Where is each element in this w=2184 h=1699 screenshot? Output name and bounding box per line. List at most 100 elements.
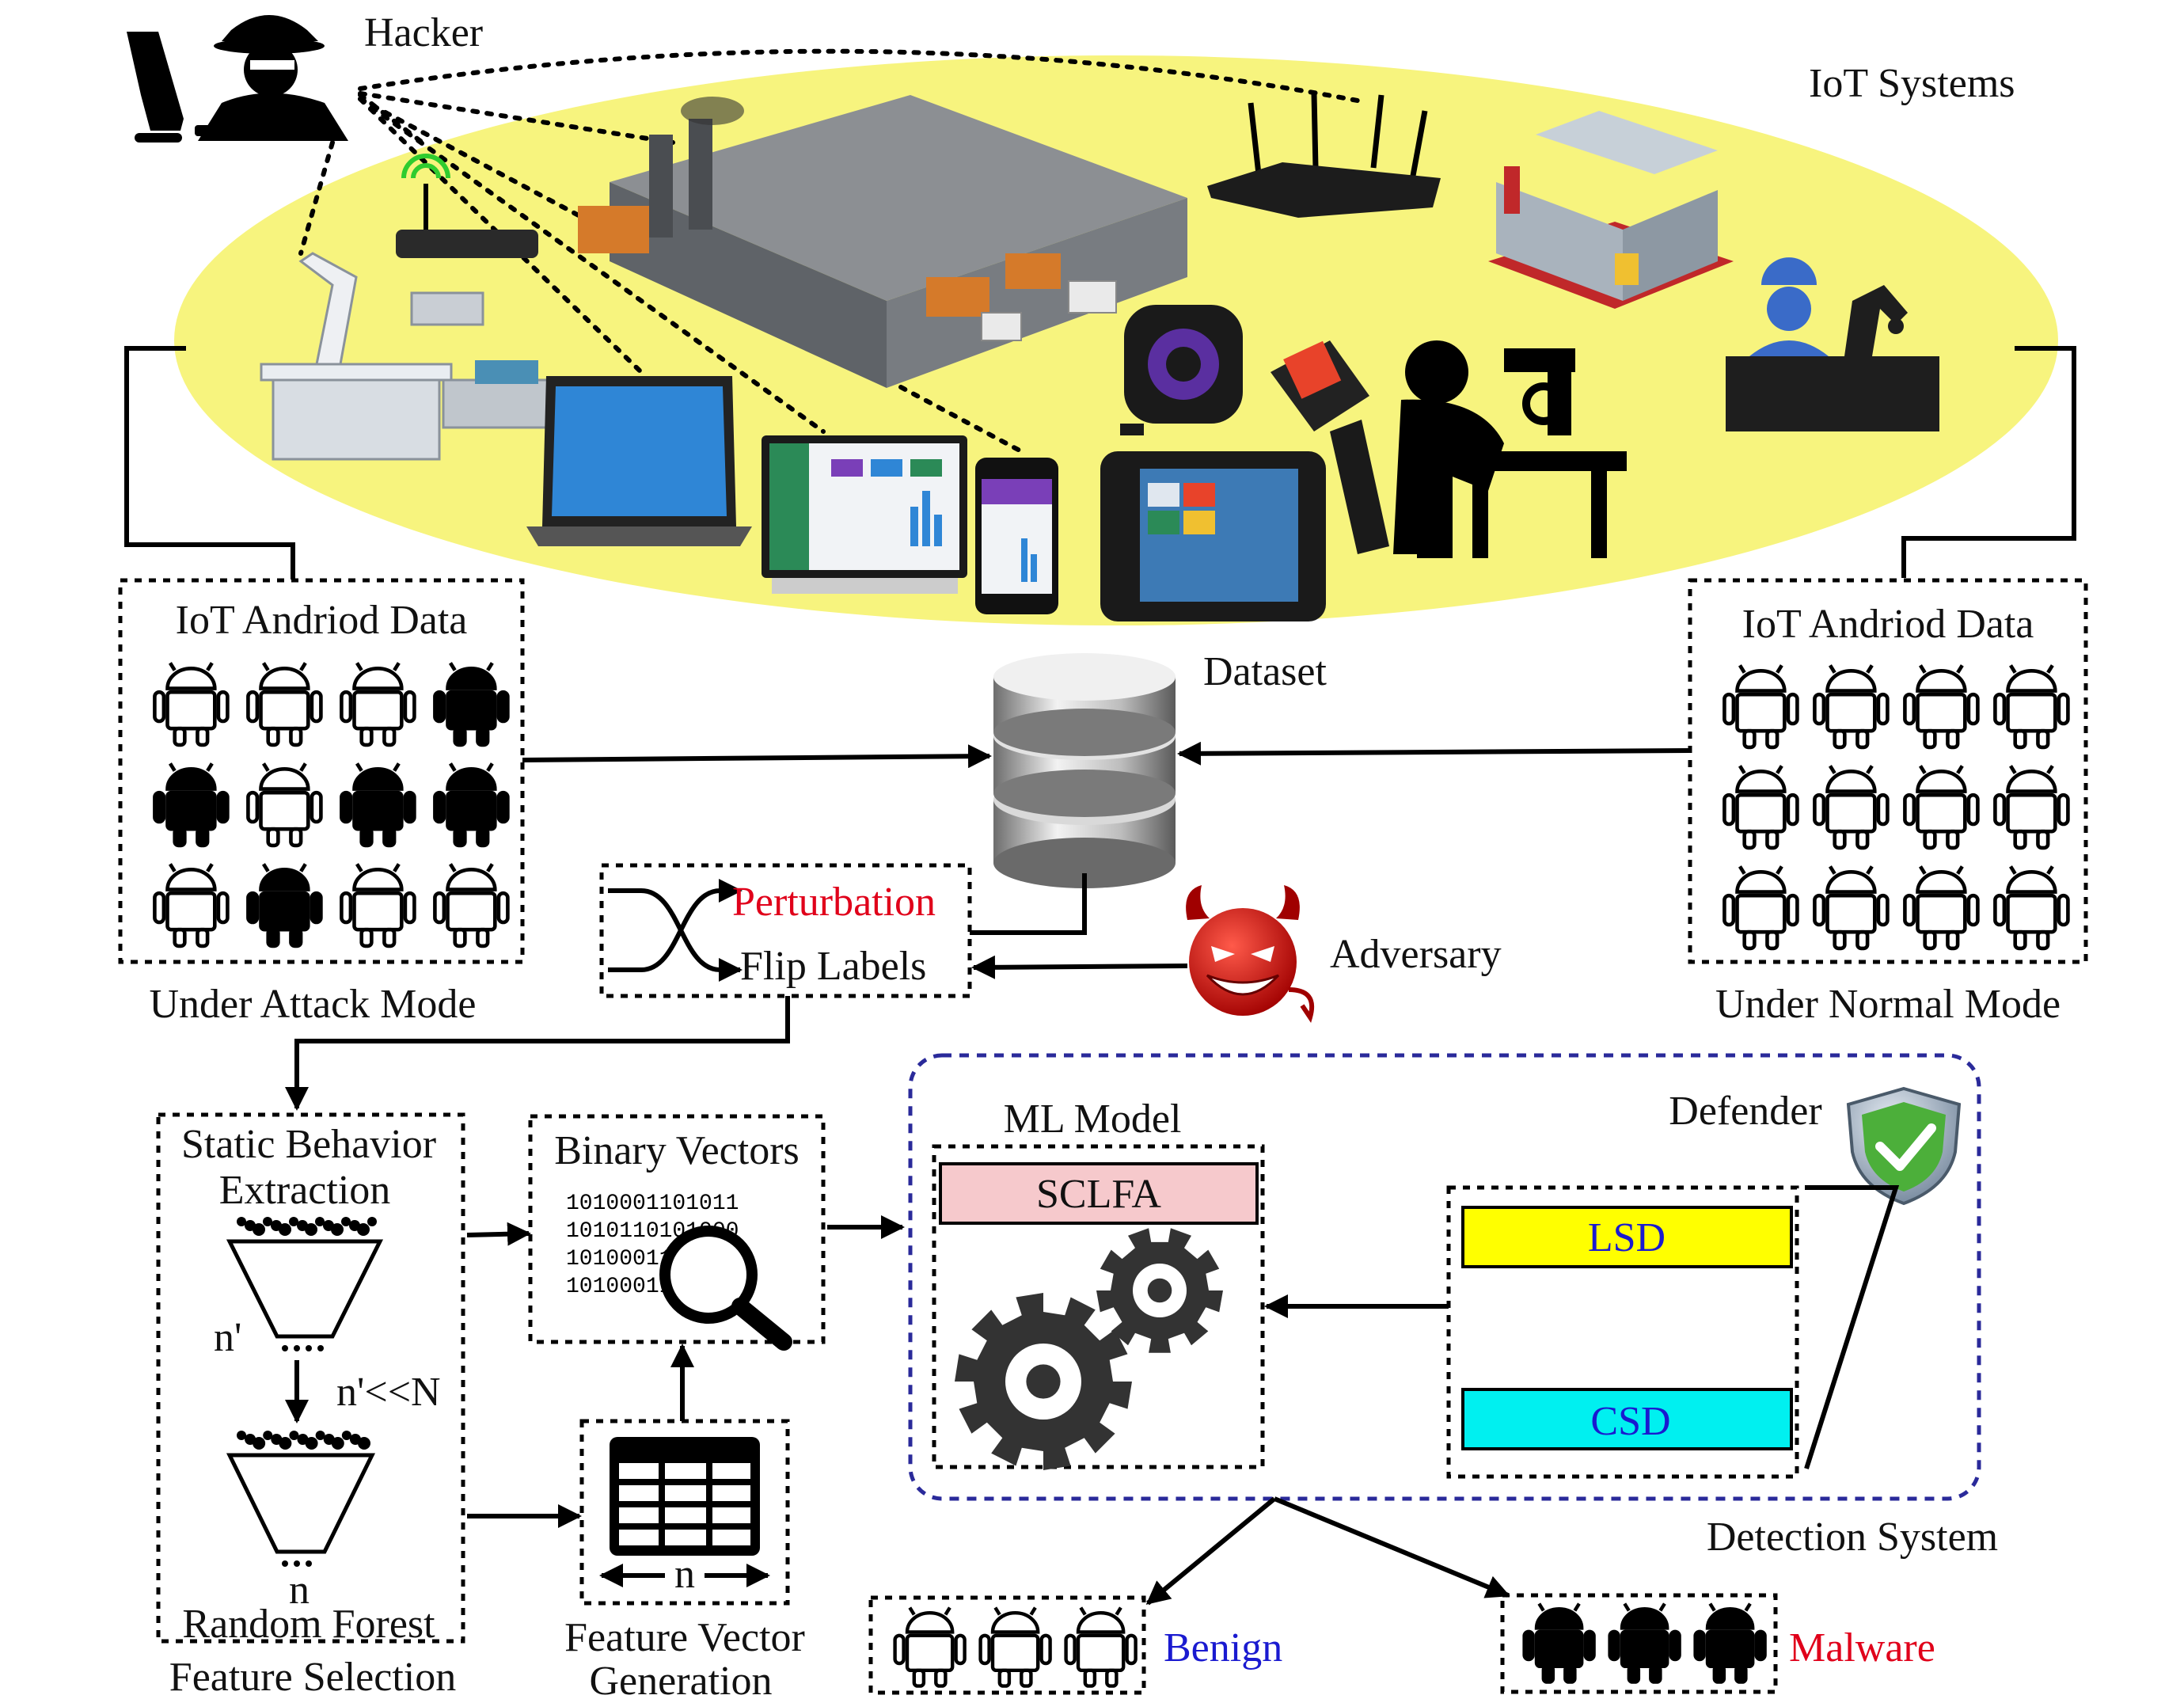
android-benign-icon — [1724, 766, 1797, 848]
adversary-label: Adversary — [1330, 932, 1502, 977]
lsd-label: LSD — [1588, 1215, 1666, 1260]
defender-shield-icon — [1846, 1086, 1962, 1206]
attack-link-wifi — [358, 93, 430, 149]
feature-dot — [237, 1217, 246, 1226]
defender-link — [1804, 1185, 1900, 1469]
ml-model-label: ML Model — [1004, 1097, 1182, 1142]
android-benign-icon — [154, 663, 227, 745]
binary-vectors-box — [528, 1114, 826, 1344]
worker-robot-icon — [1726, 257, 1939, 431]
iot-systems-label: IoT Systems — [1809, 61, 2015, 106]
magnifier-icon — [659, 1226, 792, 1351]
android-malware-icon — [248, 864, 321, 946]
monitor-icon — [762, 435, 967, 594]
n-table-label: n — [674, 1552, 695, 1597]
n-label: n — [289, 1568, 310, 1613]
android-malware-icon — [435, 663, 507, 745]
feature-dot — [341, 1431, 351, 1440]
arrow-to-benign — [1145, 1496, 1276, 1606]
thermal-camera-icon — [1271, 340, 1389, 554]
ml-model-box — [932, 1144, 1265, 1469]
feature-selection-label: Feature Selection — [169, 1655, 456, 1695]
attack-link-laptop — [358, 97, 644, 374]
android-benign-icon — [981, 1608, 1050, 1686]
android-benign-icon — [435, 864, 507, 946]
feature-dot — [367, 1217, 377, 1226]
android-benign-icon — [1995, 665, 2068, 747]
android-benign-icon — [1814, 665, 1887, 747]
feature-dot — [358, 1437, 370, 1450]
robot-arm-icon — [260, 252, 587, 461]
bracket-right — [1901, 346, 2076, 578]
android-malware-icon — [1525, 1604, 1594, 1682]
iot-data-box-left — [118, 578, 525, 964]
tablet-icon — [1100, 451, 1326, 621]
n-prime-ll-n-label: n'<<N — [336, 1370, 441, 1415]
csd-box — [1461, 1388, 1793, 1450]
android-malware-icon — [1610, 1604, 1680, 1682]
sclfa-box — [939, 1162, 1259, 1225]
android-benign-icon — [1905, 766, 1977, 848]
feature-dot — [331, 1437, 344, 1450]
android-malware-icon — [154, 763, 227, 846]
feature-dot — [289, 1431, 299, 1440]
android-benign-icon — [1724, 665, 1797, 747]
feature-dot — [341, 1217, 351, 1226]
malware-box — [1500, 1593, 1778, 1694]
android-benign-icon — [1814, 866, 1887, 948]
smartphone-icon — [975, 458, 1058, 614]
hacker-icon — [127, 15, 348, 143]
mechanic-icon — [1393, 340, 1627, 558]
sclfa-label: SCLFA — [1036, 1172, 1161, 1217]
detection-system-box — [908, 1053, 1981, 1501]
binary-vectors-label: Binary Vectors — [554, 1128, 800, 1173]
android-benign-icon — [895, 1608, 965, 1686]
gears-icon — [955, 1228, 1223, 1470]
android-malware-icon — [435, 763, 507, 846]
dataset-label: Dataset — [1203, 649, 1327, 694]
laptop-icon — [526, 376, 752, 546]
extraction-label: Extraction — [219, 1168, 391, 1213]
attack-link-factory — [358, 91, 675, 145]
under-normal-label: Under Normal Mode — [1715, 982, 2061, 1027]
iot-data-box-right — [1688, 578, 2088, 964]
iot-data-label-left: IoT Andriod Data — [176, 598, 468, 643]
under-attack-label: Under Attack Mode — [149, 982, 476, 1027]
warehouse-icon — [578, 95, 1187, 388]
wireless-router-icon — [1207, 93, 1441, 218]
gear-hub — [1147, 1278, 1172, 1303]
feature-dot — [253, 1437, 266, 1450]
iot-data-label-right: IoT Andriod Data — [1742, 602, 2034, 647]
arrow-right-to-dataset — [1177, 741, 1691, 766]
feature-dot — [279, 1223, 291, 1236]
wifi-router-icon — [396, 154, 538, 258]
android-benign-icon — [1066, 1608, 1136, 1686]
android-benign-icon — [1995, 766, 2068, 848]
android-benign-icon — [1905, 866, 1977, 948]
android-malware-icon — [1696, 1604, 1765, 1682]
android-benign-icon — [1995, 866, 2068, 948]
android-benign-icon — [248, 763, 321, 846]
funnel-icon-bottom — [226, 1431, 376, 1567]
hacker-label: Hacker — [364, 10, 483, 55]
feature-dot — [315, 1217, 325, 1226]
arrow-extraction-to-binary — [466, 1222, 531, 1246]
feature-dot — [305, 1437, 318, 1450]
defender-label: Defender — [1669, 1089, 1821, 1134]
android-grid-left — [154, 663, 507, 946]
bracket-left — [124, 346, 295, 580]
funnel-icon-top — [226, 1217, 384, 1351]
feature-dot — [263, 1217, 272, 1226]
database-icon — [993, 653, 1176, 888]
arrow-to-static-behavior — [285, 996, 790, 1111]
feature-dot — [237, 1431, 246, 1440]
csd-label: CSD — [1590, 1399, 1670, 1444]
lsd-box — [1461, 1206, 1793, 1268]
perturbation-label: Perturbation — [732, 880, 936, 925]
flip-labels-label: Flip Labels — [740, 944, 926, 989]
shuffle-icon — [608, 879, 743, 982]
feature-vector-label: Feature Vector — [564, 1615, 805, 1660]
binary-row-1: 1010001101011 — [566, 1192, 739, 1216]
